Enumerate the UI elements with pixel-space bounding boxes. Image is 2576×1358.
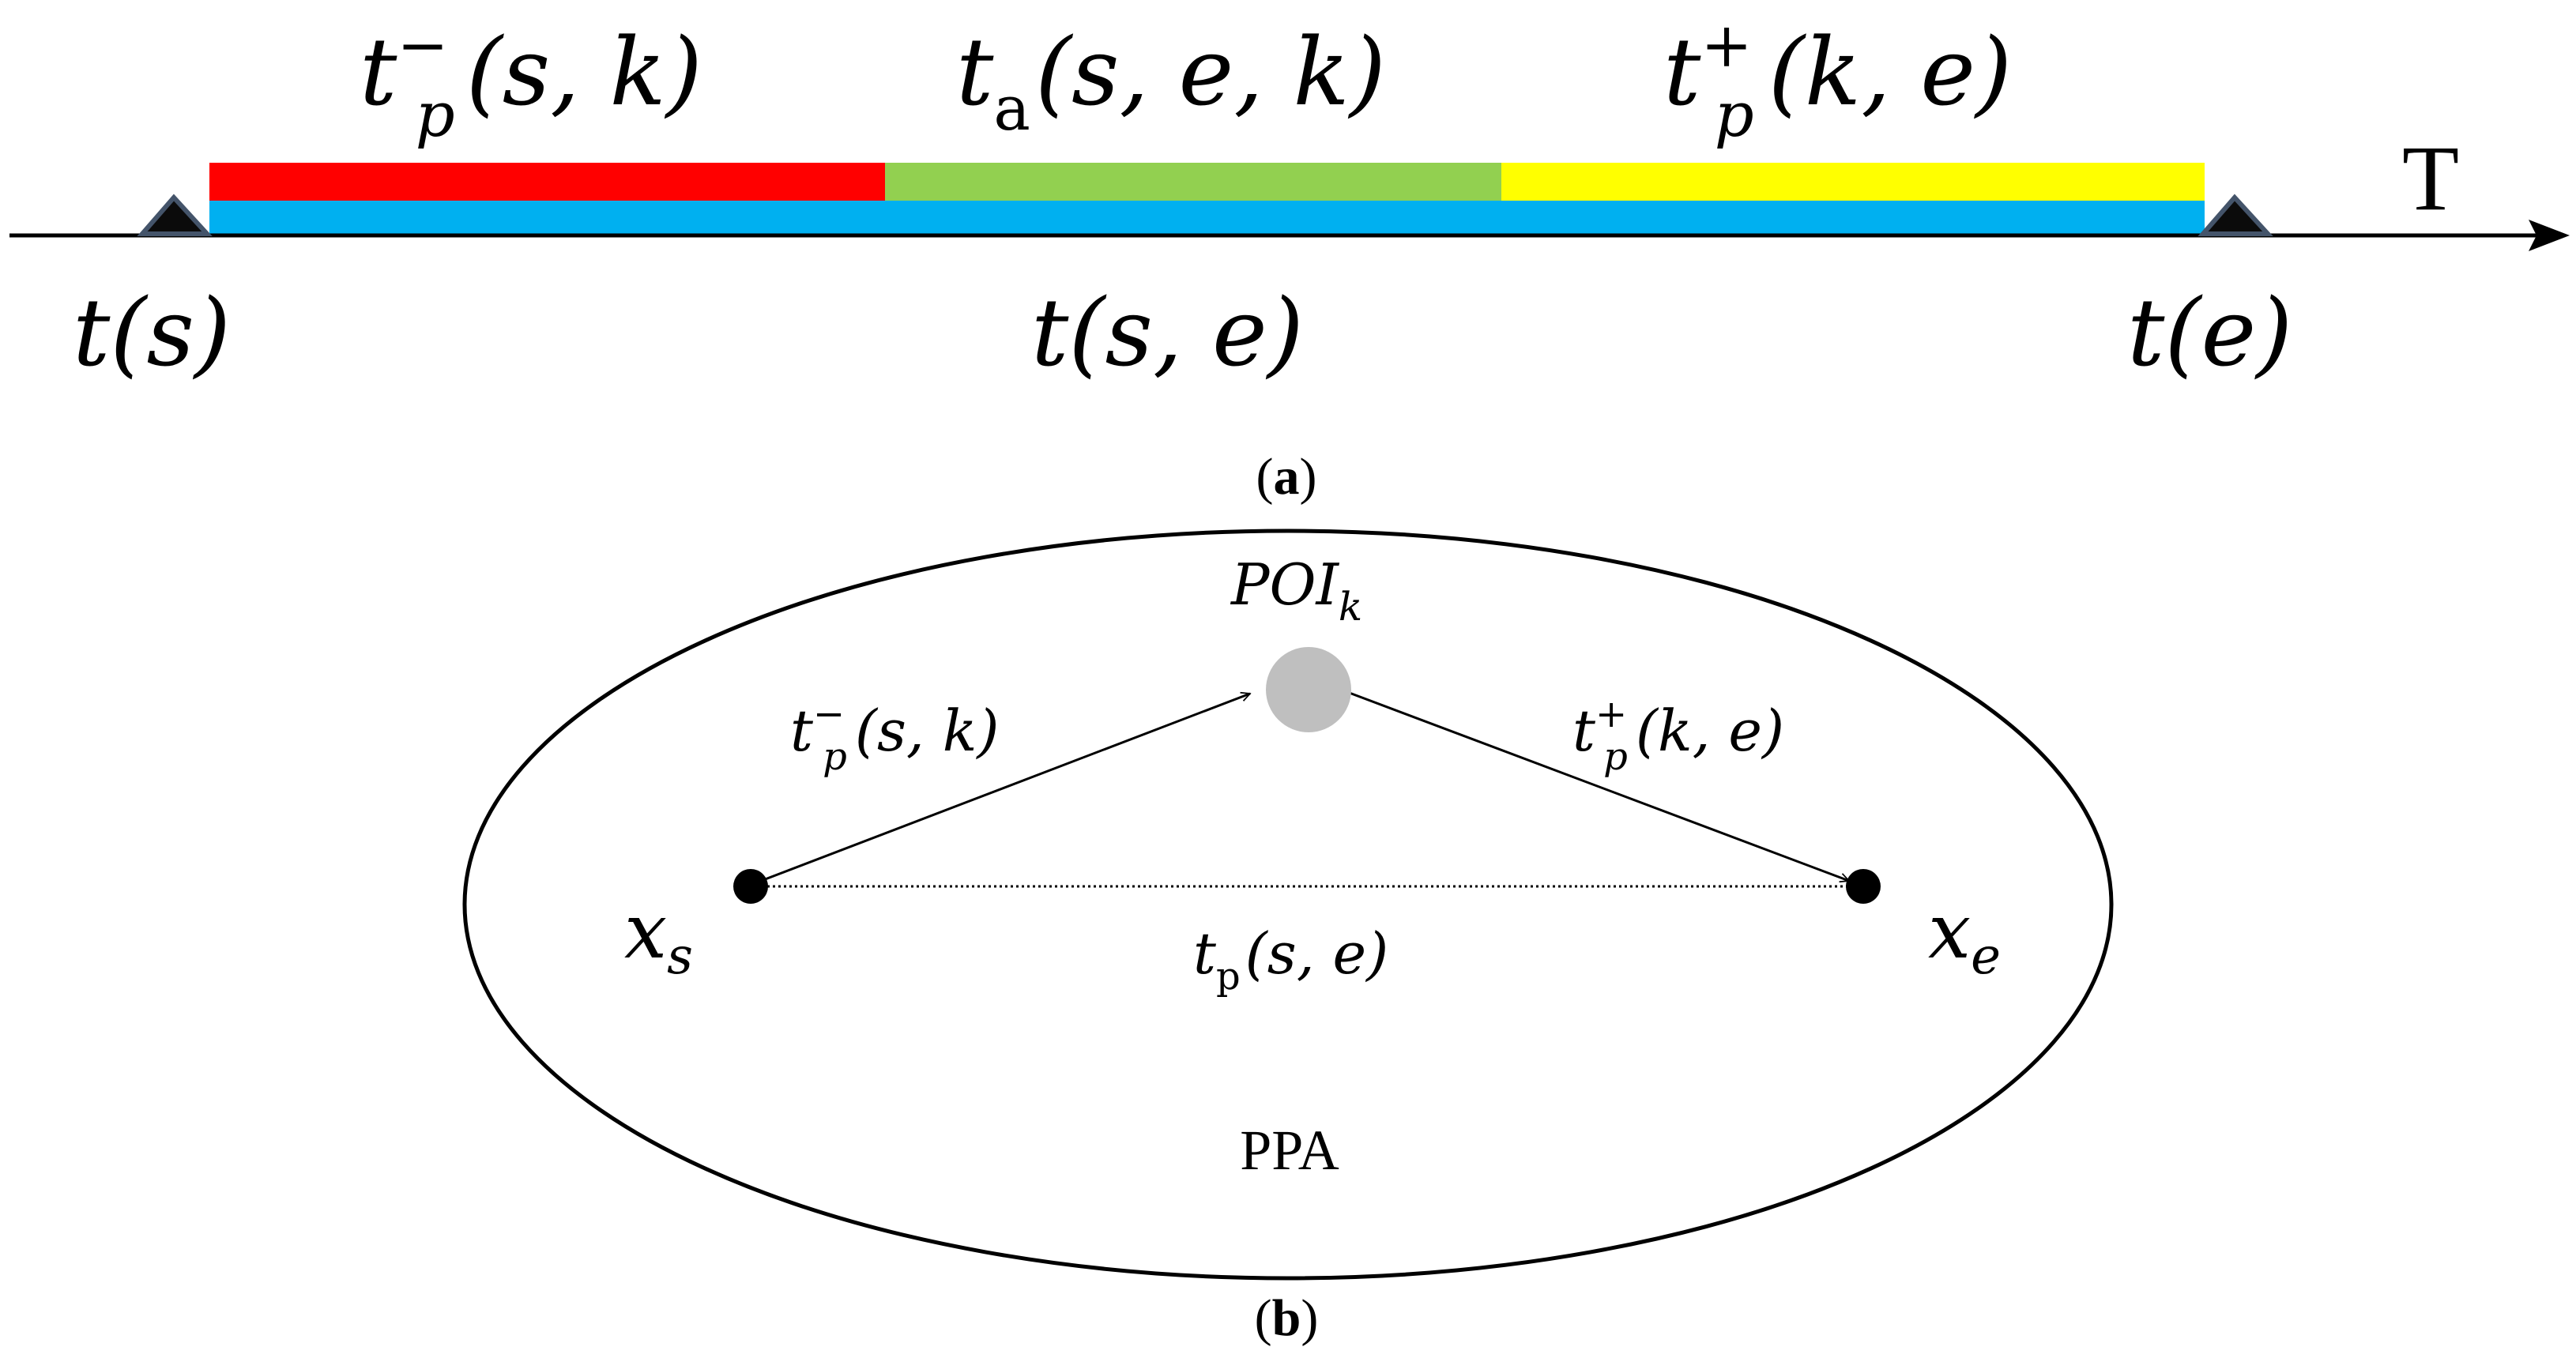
start-node-label: xs [624, 887, 693, 986]
poi-node [1266, 647, 1351, 732]
segment-label-activity: ta(s, e, k) [956, 17, 1386, 145]
edge-label-poi-to-end: t+p(k, e) [1572, 692, 1784, 779]
end-node-label: xe [1928, 887, 2001, 986]
edge-label-start-to-poi: t−p(s, k) [790, 692, 999, 779]
start-marker-triangle [137, 194, 213, 236]
timeline-panel: T t−p(s, k) ta(s, e, k) t+p(k, e) t(s) t… [9, 10, 2570, 506]
caption-b: (b) [1255, 1289, 1319, 1347]
axis-label: T [2402, 126, 2459, 230]
base-bar [209, 199, 2205, 234]
direct-path-label: tp(s, e) [1193, 920, 1388, 999]
segment-label-approach: t−p(s, k) [360, 10, 702, 151]
segment-label-departure: t+p(k, e) [1663, 10, 2012, 151]
caption-a: (a) [1256, 448, 1317, 506]
poi-label: POIk [1230, 551, 1362, 630]
time-axis-arrowhead [2529, 220, 2570, 251]
ppa-ellipse [462, 529, 2114, 1281]
segment-bar-approach [209, 163, 885, 201]
interval-label: t(s, e) [1031, 278, 1304, 387]
edge-start-to-poi [750, 694, 1250, 886]
edge-poi-to-end [1346, 690, 1849, 881]
start-node [733, 869, 768, 904]
end-time-label: t(e) [2127, 278, 2292, 387]
segment-bar-departure [1501, 163, 2205, 201]
end-marker-triangle [2198, 194, 2273, 236]
segment-bar-activity [885, 163, 1501, 201]
region-label: PPA [1240, 1119, 1339, 1182]
spatial-panel: POIk t−p(s, k) t+p(k, e) xs xe tp(s, e) … [462, 529, 2114, 1347]
start-time-label: t(s) [73, 278, 231, 387]
end-node [1846, 869, 1881, 904]
